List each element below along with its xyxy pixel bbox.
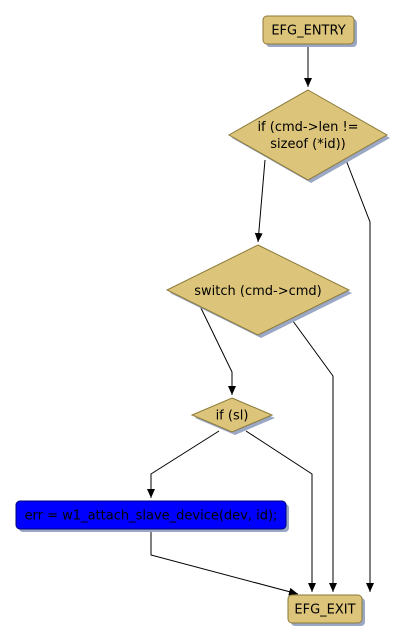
node-label: EFG_ENTRY xyxy=(271,24,345,39)
node-label-line1: if (cmd->len != xyxy=(257,120,358,135)
edge-attach-to-exit xyxy=(150,530,299,596)
edges xyxy=(147,46,374,596)
node-if-len-check[interactable]: if (cmd->len != sizeof (*id)) xyxy=(227,89,390,183)
node-if-sl[interactable]: if (sl) xyxy=(190,397,275,435)
edge-if-sl-to-attach xyxy=(147,430,220,498)
edge-if-sl-to-exit xyxy=(245,430,316,592)
node-efg-entry[interactable]: EFG_ENTRY xyxy=(262,15,357,47)
node-label: err = w1_attach_slave_device(dev, id); xyxy=(25,509,278,524)
node-diamond xyxy=(227,89,389,181)
node-label: EFG_EXIT xyxy=(294,603,355,618)
edge-switch-to-if-sl xyxy=(198,303,236,395)
node-label: switch (cmd->cmd) xyxy=(194,284,322,299)
node-box xyxy=(262,15,355,45)
edge-switch-to-exit xyxy=(289,316,337,592)
node-box xyxy=(287,594,363,624)
node-label-line2: sizeof (*id)) xyxy=(270,137,345,152)
node-diamond xyxy=(165,244,351,336)
edge-if-len-to-switch xyxy=(254,159,266,243)
node-box xyxy=(15,500,287,530)
node-efg-exit[interactable]: EFG_EXIT xyxy=(287,594,365,626)
node-switch-cmd[interactable]: switch (cmd->cmd) xyxy=(165,244,352,338)
node-attach-slave-device[interactable]: err = w1_attach_slave_device(dev, id); xyxy=(15,500,289,532)
edge-if-len-to-exit xyxy=(345,159,374,592)
node-label: if (sl) xyxy=(216,409,249,424)
node-diamond xyxy=(190,397,274,433)
